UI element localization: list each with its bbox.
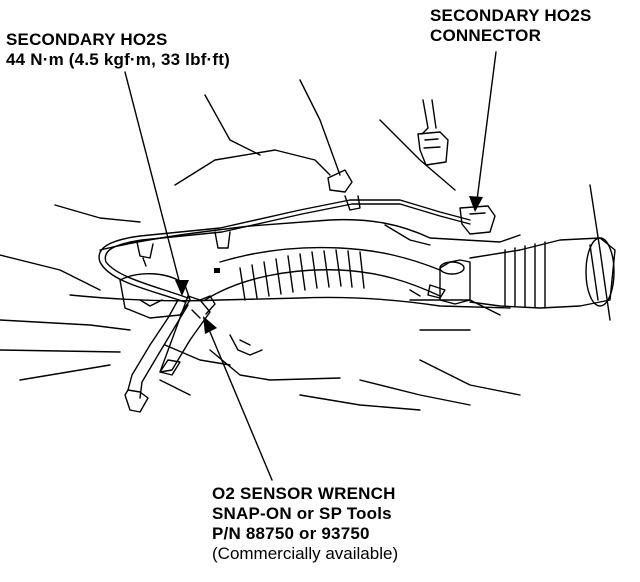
leader-wrench bbox=[204, 319, 273, 481]
torque-spec: 44 N·m (4.5 kgf·m, 33 lbf·ft) bbox=[6, 50, 230, 70]
exhaust-pipe bbox=[69, 218, 616, 309]
heat-shield bbox=[119, 272, 263, 356]
secondary-ho2s-connector-label: SECONDARY HO2S CONNECTOR bbox=[430, 6, 592, 46]
wrench-availability-note: (Commercially available) bbox=[212, 544, 399, 564]
sensor-harness-wire bbox=[98, 195, 496, 303]
o2-sensor-wrench bbox=[124, 295, 216, 413]
arrowhead-sensor bbox=[175, 280, 189, 296]
arrowhead-wrench bbox=[203, 316, 217, 334]
connector-bracket bbox=[327, 99, 449, 193]
body-panel-outline bbox=[0, 79, 611, 411]
connector-label-line1: SECONDARY HO2S bbox=[430, 6, 592, 25]
o2-sensor-wrench-label: O2 SENSOR WRENCH SNAP-ON or SP Tools P/N… bbox=[212, 484, 398, 564]
leader-sensor bbox=[124, 71, 183, 293]
connector-label-line2: CONNECTOR bbox=[430, 26, 542, 46]
leader-lines bbox=[124, 51, 497, 481]
arrowhead-connector bbox=[469, 196, 483, 212]
secondary-ho2s-title: SECONDARY HO2S bbox=[6, 30, 168, 49]
wrench-label-line2: SNAP-ON or SP Tools bbox=[212, 504, 392, 524]
leader-connector bbox=[475, 51, 497, 209]
wrench-label-line1: O2 SENSOR WRENCH bbox=[212, 484, 396, 503]
marker-block bbox=[214, 268, 220, 273]
secondary-ho2s-label: SECONDARY HO2S 44 N·m (4.5 kgf·m, 33 lbf… bbox=[6, 30, 230, 70]
wrench-part-number: P/N 88750 or 93750 bbox=[212, 524, 370, 544]
